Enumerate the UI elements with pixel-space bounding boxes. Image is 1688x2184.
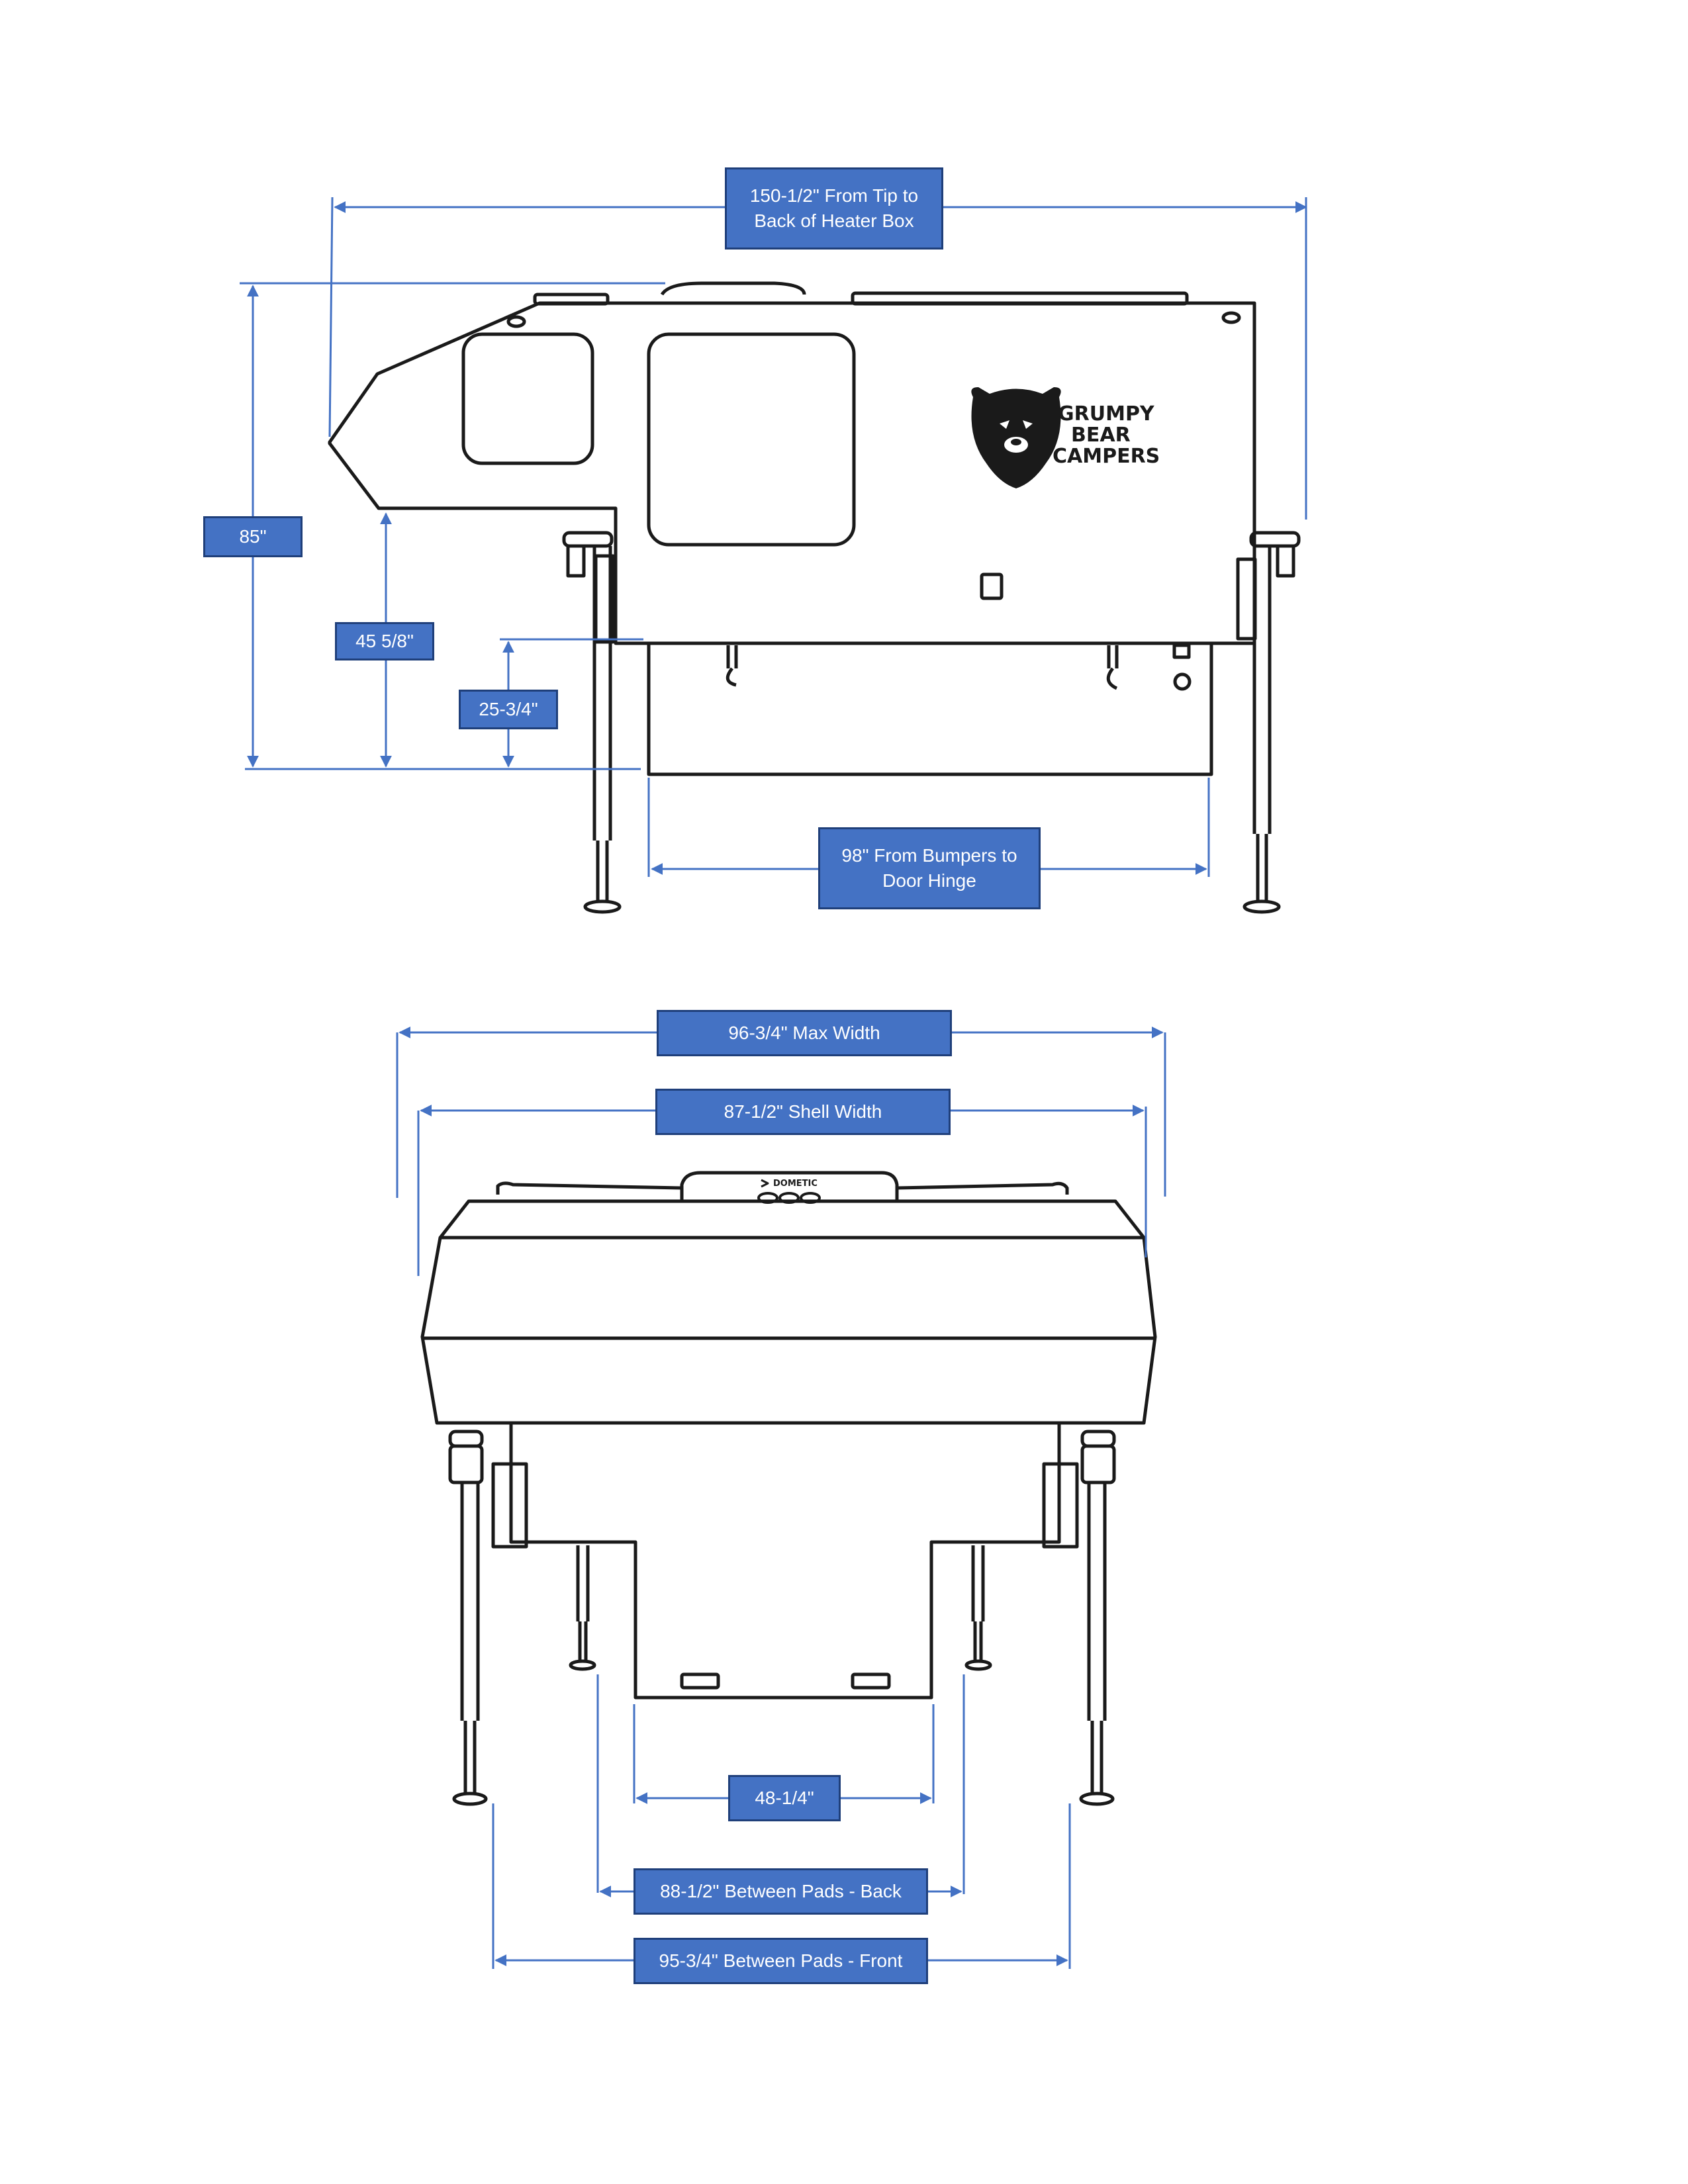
rear-jack-outer-left: [448, 1430, 488, 1806]
tie-down-hook-front: [726, 645, 738, 687]
camper-shell-outline: [328, 301, 1256, 645]
floor-width-label: 48-1/4": [728, 1775, 841, 1821]
utility-box: [1172, 643, 1191, 659]
hinge-plate-right: [1042, 1462, 1079, 1549]
power-inlet: [1173, 672, 1192, 691]
logo-line-1: GRUMPY: [1058, 402, 1155, 426]
pads-back-label: 88-1/2" Between Pads - Back: [633, 1868, 928, 1915]
side-view-dimension-lines: [240, 197, 1307, 877]
side-view-camper-drawing: [328, 281, 1301, 914]
rear-jack-inner-right: [964, 1545, 992, 1671]
side-jack-rear: [1236, 531, 1301, 914]
roof-rack-left: [496, 1181, 684, 1195]
logo-line-3: CAMPERS: [1053, 445, 1160, 468]
marker-light-rear: [1221, 311, 1241, 324]
marker-light-front: [506, 315, 526, 328]
total-height-label: 85": [203, 516, 303, 557]
roof-rack-right: [895, 1181, 1069, 1195]
grumpy-bear-logo: GRUMPY BEAR CAMPERS: [971, 387, 1160, 488]
rear-jack-inner-left: [569, 1545, 596, 1671]
side-jack-front: [562, 531, 622, 914]
access-panel: [980, 572, 1004, 600]
bear-head-icon: [971, 387, 1061, 488]
floor-length-label: 98" From Bumpers to Door Hinge: [818, 827, 1041, 909]
rear-view-dimension-lines: [396, 1026, 1166, 1969]
rear-lower-body: [509, 1423, 1061, 1700]
shell-width-label: 87-1/2" Shell Width: [655, 1089, 951, 1135]
rear-jack-outer-right: [1079, 1430, 1116, 1806]
side-window-front: [461, 332, 594, 465]
roof-vent-front: [533, 293, 610, 306]
overall-length-label: 150-1/2" From Tip to Back of Heater Box: [725, 167, 943, 250]
cabover-height-label: 45 5/8": [335, 622, 434, 660]
pads-front-label: 95-3/4" Between Pads - Front: [633, 1938, 928, 1984]
hinge-plate-left: [491, 1462, 528, 1549]
tail-bracket-left-plate: [680, 1672, 720, 1690]
rear-shell-outline: [420, 1199, 1157, 1425]
dometic-ac-unit: [680, 1171, 899, 1203]
roof-fan-dome: [660, 281, 806, 296]
overall-length-ext-left: [328, 197, 334, 437]
dometic-logo-icon: [761, 1179, 769, 1188]
tie-down-hook-rear: [1106, 645, 1119, 690]
max-width-label: 96-3/4" Max Width: [657, 1010, 952, 1056]
floor-box-outline: [647, 643, 1213, 776]
ac-brand-label: DOMETIC: [773, 1179, 818, 1189]
roof-rack-rail: [851, 291, 1189, 306]
tail-bracket-right-plate: [851, 1672, 891, 1690]
floor-height-label: 25-3/4": [459, 690, 558, 729]
side-window-main: [647, 332, 856, 547]
logo-line-2: BEAR: [1071, 424, 1131, 447]
rear-view-camper-drawing: DOMETIC: [420, 1171, 1157, 1806]
